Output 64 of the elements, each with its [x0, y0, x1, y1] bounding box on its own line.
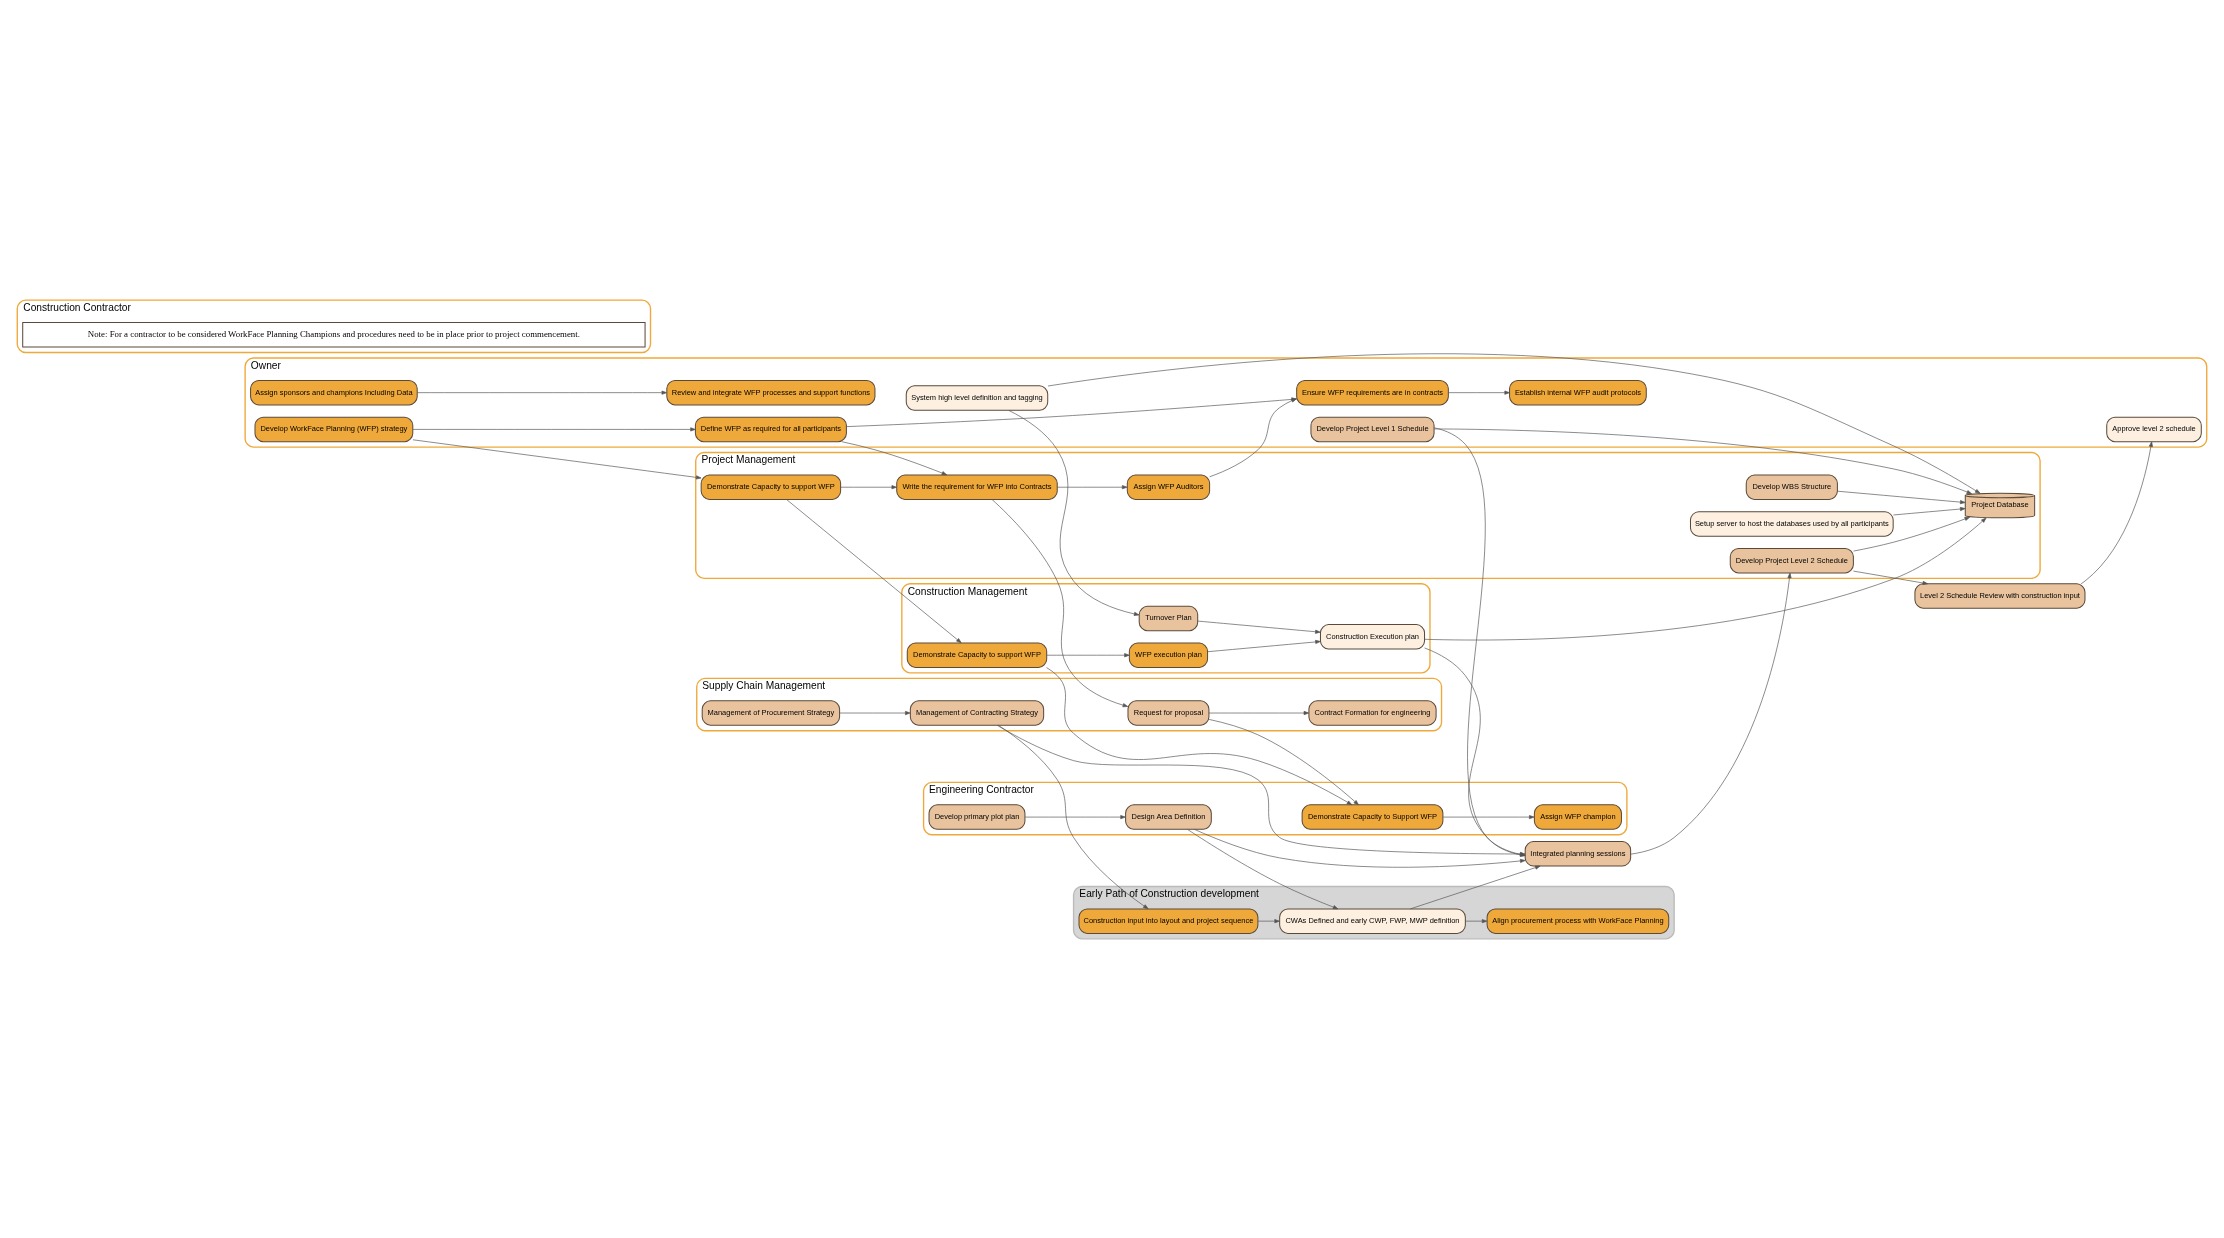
- arrow: [786, 498, 962, 643]
- arrow: [1257, 918, 1280, 923]
- node-box: Ensure WFP requirements are in contracts: [1296, 379, 1449, 405]
- node-box: Note: For a contractor to be considered WorkFace Planning Champions and procedures need to be in place prior to project commencement.: [22, 321, 646, 348]
- node-box: Develop Project Level 1 Schedule: [1310, 416, 1435, 442]
- arrow: [1893, 506, 1966, 515]
- arrow: [1207, 639, 1321, 652]
- arrow: [1853, 516, 1971, 551]
- node-box: Assign WFP Auditors: [1126, 473, 1211, 500]
- arrow: [1197, 620, 1321, 634]
- node-box: Assign WFP champion: [1533, 803, 1622, 830]
- node-box: Align procurement process with WorkFace Planning: [1486, 907, 1670, 934]
- node-box: Request for proposal: [1127, 699, 1210, 726]
- arrow: [1047, 352, 1981, 494]
- arrow: [1465, 918, 1488, 923]
- node-box: Management of Procurement Strategy: [701, 699, 841, 726]
- node-box: System high level definition and tagging: [905, 384, 1049, 411]
- arrow: [1442, 814, 1535, 819]
- arrow: [1046, 652, 1130, 657]
- arrow: [1630, 572, 1792, 854]
- arrow: [991, 498, 1129, 707]
- arrow: [1046, 666, 1353, 805]
- node-box: Setup server to host the databases used by all participants: [1689, 510, 1894, 537]
- node-box: Develop primary plot plan: [928, 803, 1026, 830]
- node-box: Establish internal WFP audit protocols: [1509, 379, 1647, 405]
- arrow: [839, 710, 911, 715]
- node-box: Review and integrate WFP processes and support functions: [666, 379, 876, 405]
- arrow: [416, 390, 667, 395]
- node-box: Design Area Definition: [1125, 803, 1212, 830]
- node-box: Demonstrate Capacity to Support WFP: [1301, 803, 1444, 830]
- node-box: Demonstrate Capacity to support WFP: [906, 641, 1048, 668]
- node-box: WFP execution plan: [1128, 641, 1209, 668]
- node-box: Develop Project Level 2 Schedule: [1729, 547, 1854, 573]
- arrow: [1208, 710, 1310, 715]
- arrow: [840, 484, 897, 489]
- node-box: Turnover Plan: [1138, 605, 1199, 631]
- arrow: [1448, 390, 1510, 395]
- node-box: Assign sponsors and champions Including Data: [250, 379, 418, 405]
- arrow: [2080, 440, 2153, 584]
- node-box: Approve level 2 schedule: [2106, 416, 2202, 442]
- node-box: Contract Formation for engineering: [1308, 699, 1437, 726]
- arrow: [1433, 428, 1972, 494]
- arrow: [1024, 814, 1126, 819]
- arrow: [998, 724, 1149, 909]
- node-box: Develop WBS Structure: [1745, 473, 1838, 500]
- arrow: [412, 426, 696, 431]
- arrow: [1837, 490, 1966, 504]
- node-box: Define WFP as required for all participants: [694, 416, 847, 442]
- node-box: Management of Contracting Strategy: [909, 699, 1045, 726]
- arrow: [412, 438, 702, 479]
- arrow: [1424, 517, 1987, 640]
- arrow: [1853, 570, 1928, 585]
- arrow: [1057, 484, 1128, 489]
- node-box: CWAs Defined and early CWP, FWP, MWP definition: [1279, 907, 1466, 934]
- node-box: Construction input into layout and project sequence: [1078, 907, 1259, 934]
- node-box: Demonstrate Capacity to support WFP: [700, 473, 842, 500]
- node-box: Write the requirement for WFP into Contracts: [896, 473, 1058, 500]
- arrow: [1410, 865, 1541, 909]
- arrow: [1208, 718, 1359, 805]
- arrow: [1008, 409, 1140, 616]
- arrow: [841, 440, 948, 475]
- node-box: Develop WorkFace Planning (WFP) strategy: [254, 416, 414, 442]
- arrow: [1187, 828, 1339, 909]
- node-box: Construction Execution plan: [1319, 623, 1426, 650]
